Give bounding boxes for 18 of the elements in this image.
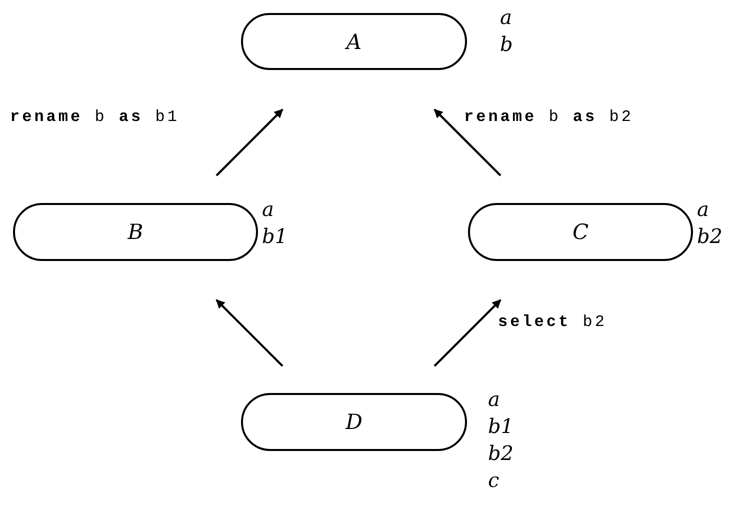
node-label: D [346, 410, 362, 434]
attribute-name: a [697, 196, 709, 223]
attribute-name: b2 [697, 223, 723, 250]
node-label: B [128, 220, 144, 244]
arrow [216, 299, 284, 367]
arrow [434, 299, 502, 367]
arrow [434, 108, 502, 176]
attribute-name: a [262, 196, 274, 223]
attribute-name: a [500, 4, 512, 31]
attribute-name: c [488, 467, 500, 494]
attribute-name: a [488, 386, 500, 413]
node-label: C [572, 220, 589, 244]
attribute-name: b1 [262, 223, 288, 250]
attribute-name: b [500, 31, 513, 58]
node-label: A [346, 30, 362, 54]
attribute-name: b2 [488, 440, 514, 467]
arrow [216, 108, 284, 176]
attribute-name: b1 [488, 413, 514, 440]
